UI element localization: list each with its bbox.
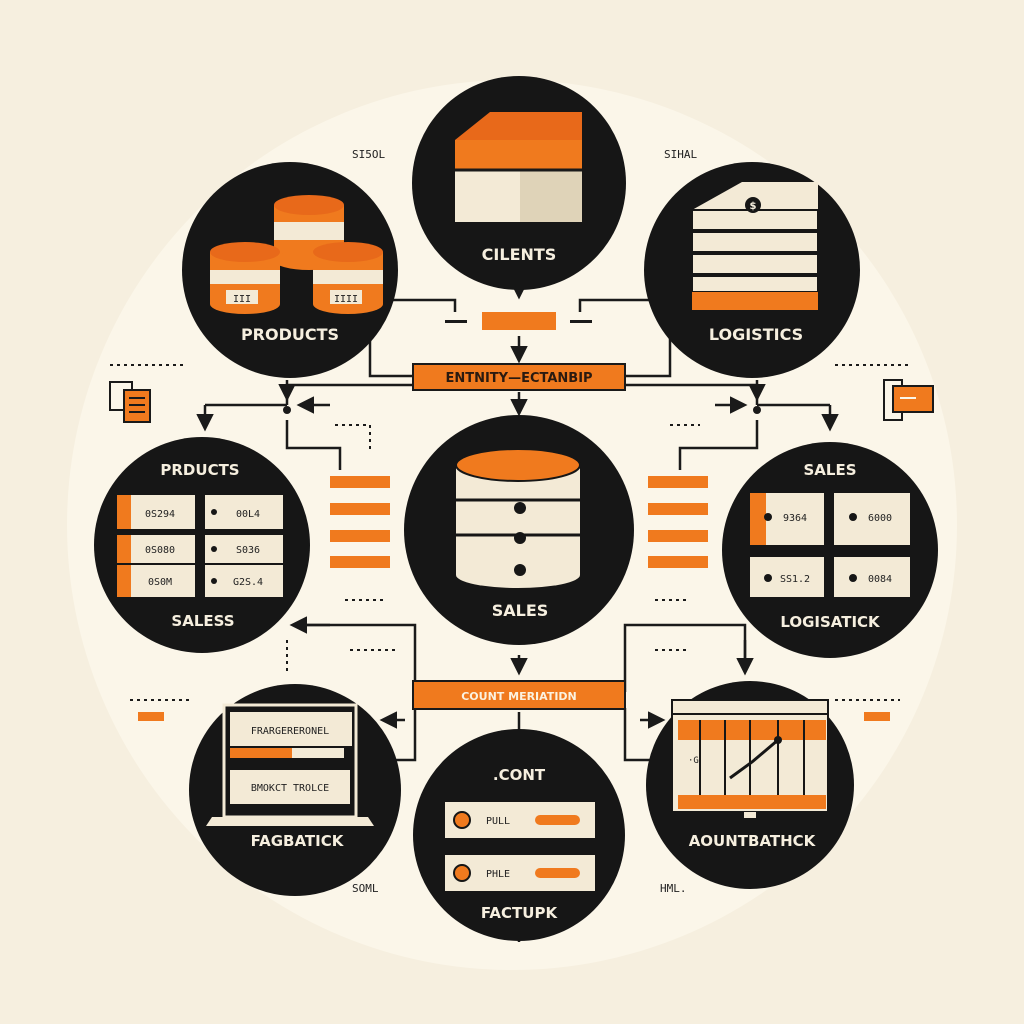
laptop-icon: [206, 703, 374, 826]
junction-marks: [283, 320, 761, 414]
grid-cell: 9364: [783, 513, 807, 524]
laptop-bar: BMOKCT TROLCE: [251, 783, 329, 794]
node-aountbathck[interactable]: ·G AOUNTBATHCK: [646, 681, 854, 889]
node-fagbatick[interactable]: FRARGERERONEL BMOKCT TROLCE FAGBATICK: [189, 684, 401, 896]
monitor-chart-note: ·G: [688, 756, 699, 766]
entity-relationship-tag[interactable]: ENTNITY—ECTANBIP: [412, 363, 626, 391]
cylinder-tag: IIII: [334, 294, 358, 305]
grid-cell: 00L4: [236, 509, 260, 520]
node-sales-center[interactable]: SALES: [404, 415, 634, 645]
node-sales-center-label: SALES: [492, 601, 549, 620]
cylinder-tag: III: [233, 294, 251, 305]
database-cylinders-icon: [210, 195, 383, 314]
corner-mark-top-right: SIHAL: [664, 148, 697, 161]
node-clients[interactable]: CILENTS: [412, 76, 626, 290]
dash-mark: [864, 712, 890, 721]
factupk-rows: [445, 802, 595, 891]
node-clients-label: CILENTS: [482, 245, 557, 264]
node-logistics-top-label: LOGISTICS: [709, 325, 803, 344]
stacked-boxes-icon: [455, 112, 582, 222]
count-relation-tag[interactable]: COUNT MERIATIDN: [412, 680, 626, 710]
node-sales-right-label: LOGISATICK: [780, 613, 881, 631]
grid-cell: 0S080: [145, 545, 175, 556]
products-grid: [117, 495, 283, 597]
count-relation-label: COUNT MERIATIDN: [461, 690, 577, 703]
node-aountbathck-label: AOUNTBATHCK: [689, 832, 817, 850]
factupk-row-label: PULL: [486, 816, 510, 827]
grid-cell: G2S.4: [233, 577, 263, 588]
node-factupk-label: FACTUPK: [481, 904, 559, 922]
dash-mark: [138, 712, 164, 721]
node-factupk[interactable]: .CONT PULL PHLE FACTUPK: [413, 729, 625, 941]
grid-cell: 0S0M: [148, 577, 172, 588]
node-fagbatick-label: FAGBATICK: [251, 832, 345, 850]
document-icon: [109, 381, 151, 423]
message-icon: [883, 379, 934, 421]
corner-mark-bottom-right: HML.: [660, 882, 687, 895]
node-products-left[interactable]: PRDUCTS 0S294 00L4 0S080 S036 0S0M G2S.4…: [94, 437, 310, 653]
grid-cell: 0084: [868, 574, 892, 585]
layered-boxes-icon: [691, 182, 819, 310]
node-products-left-title: PRDUCTS: [160, 461, 239, 479]
node-logistics-top[interactable]: $ LOGISTICS: [644, 162, 860, 378]
sales-grid: [750, 493, 910, 597]
node-products-top-label: PRODUCTS: [241, 325, 339, 344]
node-products-top[interactable]: III IIII PRODUCTS: [182, 162, 398, 378]
monitor-chart-icon: [671, 699, 829, 818]
dotted-connectors: [110, 299, 910, 701]
factupk-row-label: PHLE: [486, 869, 510, 880]
grid-cell: S036: [236, 545, 260, 556]
left-stripes: [330, 476, 390, 568]
node-sales-right-title: SALES: [803, 461, 856, 479]
coin-icon: $: [750, 201, 757, 212]
corner-mark-top-left: SI5OL: [352, 148, 385, 161]
corner-mark-bottom-left: SOML: [352, 882, 379, 895]
entity-relationship-label: ENTNITY—ECTANBIP: [445, 371, 592, 386]
right-stripes: [648, 476, 708, 568]
top-small-tag: [482, 312, 556, 330]
grid-cell: 6000: [868, 513, 892, 524]
node-sales-right[interactable]: SALES 9364 6000 SS1.2 0084 LOGISATICK: [722, 442, 938, 658]
grid-cell: SS1.2: [780, 574, 810, 585]
node-products-left-label: SALESS: [171, 612, 234, 630]
node-factupk-title: .CONT: [493, 766, 546, 784]
grid-cell: 0S294: [145, 509, 175, 520]
laptop-bar: FRARGERERONEL: [251, 726, 329, 737]
database-icon: [455, 448, 581, 588]
